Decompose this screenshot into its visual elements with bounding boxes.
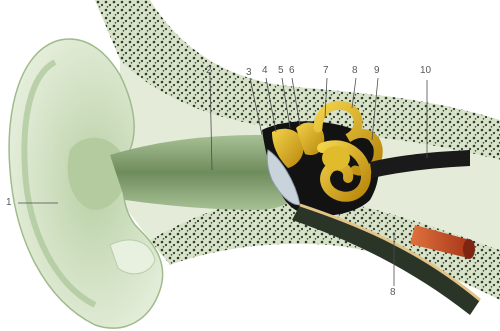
label-10: 10 [420, 66, 431, 76]
label-5: 5 [278, 66, 284, 76]
label-11: 8 [390, 288, 396, 298]
label-4: 4 [262, 66, 268, 76]
artery-lumen [463, 239, 475, 259]
label-7: 7 [323, 66, 329, 76]
label-2: 2 [206, 66, 212, 76]
label-3: 3 [246, 68, 252, 78]
label-8: 8 [352, 66, 358, 76]
label-9: 9 [374, 66, 380, 76]
label-1: 1 [6, 198, 12, 208]
label-6: 6 [289, 66, 295, 76]
vestibule [322, 146, 350, 170]
